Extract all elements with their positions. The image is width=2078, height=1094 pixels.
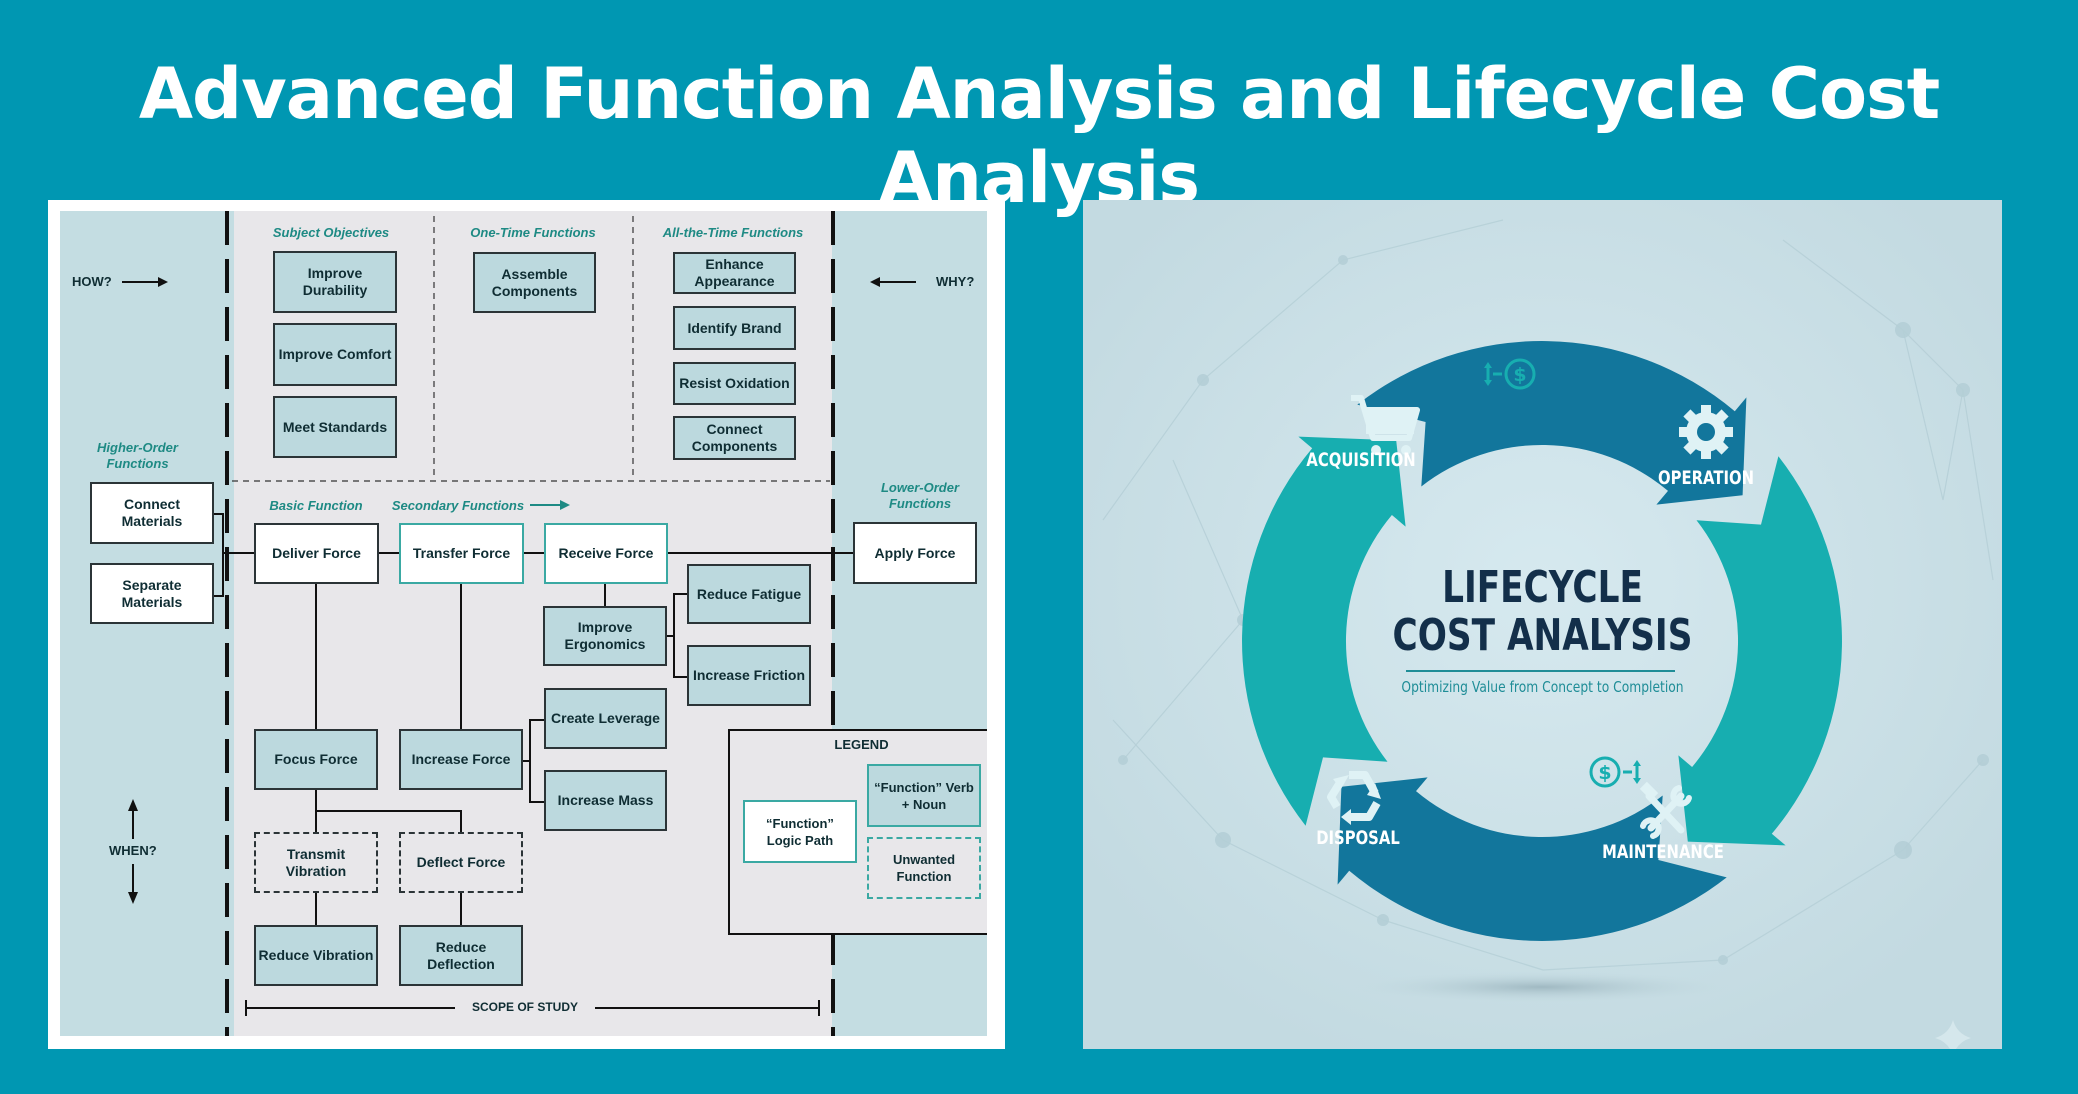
- all-time-functions-heading: All-the-Time Functions: [662, 225, 804, 240]
- when-label: WHEN?: [109, 843, 157, 858]
- function-box-assemble-components[interactable]: Assemble Components: [473, 252, 596, 313]
- function-box-receive-force[interactable]: Receive Force: [544, 523, 668, 584]
- function-box-focus-force[interactable]: Focus Force: [254, 729, 378, 790]
- fast-diagram: HOW? WHY? WHEN? Subject Objectives One-T…: [60, 211, 987, 1036]
- legend-title: LEGEND: [834, 737, 889, 752]
- function-box-deliver-force[interactable]: Deliver Force: [254, 523, 379, 584]
- cost-change-icon-acquisition: $: [1484, 358, 1536, 390]
- lifecycle-ring: [1242, 341, 1842, 941]
- function-box-improve-comfort[interactable]: Improve Comfort: [273, 323, 397, 386]
- ring-shadow: [1352, 971, 1732, 1003]
- lifecycle-panel: $ $ LIFECYCLE COST ANALYSIS Optimizing V…: [1083, 200, 2002, 1049]
- wrench-hammer-icon: [1639, 781, 1692, 839]
- gear-icon: [1679, 405, 1733, 459]
- stage-label-disposal: DISPOSAL: [1316, 827, 1400, 849]
- function-box-connect-materials[interactable]: Connect Materials: [90, 482, 214, 544]
- ring-segment-disposal: [1337, 777, 1727, 941]
- legend-logic-path: “Function” Logic Path: [743, 800, 857, 863]
- lifecycle-subtitle: Optimizing Value from Concept to Complet…: [1401, 678, 1684, 696]
- why-label: WHY?: [936, 274, 975, 289]
- ring-segment-maintenance: [1678, 456, 1842, 846]
- function-box-reduce-deflection[interactable]: Reduce Deflection: [399, 925, 523, 986]
- legend-unwanted-function: Unwanted Function: [867, 837, 981, 899]
- stage-label-operation: OPERATION: [1658, 467, 1754, 489]
- secondary-functions-heading: Secondary Functions: [391, 498, 525, 513]
- function-box-enhance-appearance[interactable]: Enhance Appearance: [673, 252, 796, 294]
- function-box-create-leverage[interactable]: Create Leverage: [544, 688, 667, 749]
- ring-segment-acquisition: [1242, 436, 1406, 826]
- secondary-arrow-icon: [560, 500, 570, 510]
- stage-label-acquisition: ACQUISITION: [1306, 449, 1416, 471]
- how-label: HOW?: [72, 274, 112, 289]
- lifecycle-title-line1: LIFECYCLE: [1442, 562, 1643, 613]
- function-box-apply-force[interactable]: Apply Force: [853, 522, 977, 584]
- sparkle-icon: [1935, 1020, 1971, 1049]
- when-up-arrow-icon: [128, 799, 138, 811]
- lower-order-heading: Lower-Order Functions: [880, 480, 959, 511]
- lifecycle-graphic: $ $: [1083, 200, 2002, 1049]
- function-box-connect-components[interactable]: Connect Components: [673, 416, 796, 460]
- stage-label-maintenance: MAINTENANCE: [1602, 841, 1724, 863]
- function-box-deflect-force[interactable]: Deflect Force: [399, 832, 523, 893]
- basic-function-heading: Basic Function: [269, 498, 363, 513]
- function-box-improve-durability[interactable]: Improve Durability: [273, 251, 397, 313]
- legend-box: LEGEND “Function” Logic Path “Function” …: [728, 729, 987, 935]
- higher-order-heading: Higher-Order Functions: [97, 440, 178, 471]
- how-arrow-icon: [158, 277, 168, 287]
- lifecycle-title-line2: COST ANALYSIS: [1392, 610, 1693, 661]
- function-box-transmit-vibration[interactable]: Transmit Vibration: [254, 832, 378, 893]
- function-box-transfer-force[interactable]: Transfer Force: [399, 523, 524, 584]
- ring-segment-operation: [1357, 341, 1747, 505]
- function-box-reduce-fatigue[interactable]: Reduce Fatigue: [687, 564, 811, 624]
- function-box-identify-brand[interactable]: Identify Brand: [673, 306, 796, 350]
- page-title: Advanced Function Analysis and Lifecycle…: [138, 53, 1940, 219]
- recycle-icon: [1327, 771, 1381, 825]
- shopping-cart-icon: [1351, 395, 1420, 455]
- function-box-reduce-vibration[interactable]: Reduce Vibration: [254, 925, 378, 986]
- one-time-functions-heading: One-Time Functions: [470, 225, 596, 240]
- why-arrow-icon: [870, 277, 880, 287]
- subject-objectives-heading: Subject Objectives: [272, 225, 390, 240]
- function-box-increase-force[interactable]: Increase Force: [399, 729, 523, 790]
- function-box-resist-oxidation[interactable]: Resist Oxidation: [673, 362, 796, 405]
- when-down-arrow-icon: [128, 892, 138, 904]
- svg-text:$: $: [1598, 762, 1611, 784]
- function-box-increase-mass[interactable]: Increase Mass: [544, 770, 667, 831]
- cost-change-icon-maintenance: $: [1589, 756, 1641, 788]
- function-box-improve-ergonomics[interactable]: Improve Ergonomics: [543, 606, 667, 666]
- svg-text:$: $: [1513, 364, 1526, 386]
- function-box-increase-friction[interactable]: Increase Friction: [687, 645, 811, 706]
- scope-of-study-label: SCOPE OF STUDY: [471, 1000, 578, 1014]
- function-box-meet-standards[interactable]: Meet Standards: [273, 396, 397, 458]
- legend-verb-noun: “Function” Verb + Noun: [867, 764, 981, 827]
- function-box-separate-materials[interactable]: Separate Materials: [90, 563, 214, 624]
